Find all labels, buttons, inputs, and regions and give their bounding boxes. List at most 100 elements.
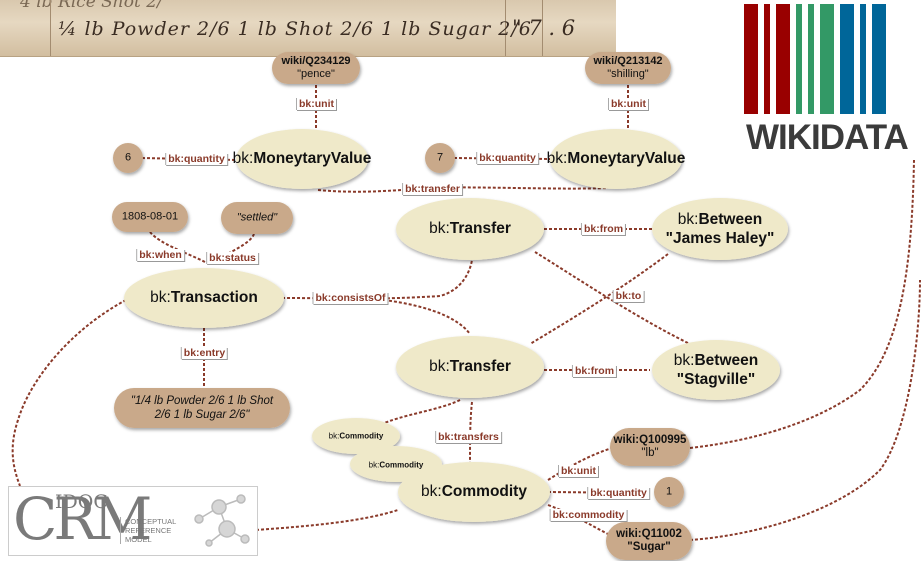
transfer1-label: bk:Transfer — [429, 220, 511, 238]
node-one — [654, 477, 684, 507]
edge-label-unit2: bk:unit — [608, 98, 648, 110]
edge-unit3 — [547, 447, 613, 481]
molecule-icon — [194, 494, 250, 547]
comm-b-name: Commodity — [379, 460, 424, 470]
transfer1-prefix: bk: — [429, 220, 450, 237]
edge-to-a — [534, 251, 695, 347]
edge-transfer — [317, 186, 609, 193]
transfer2-prefix: bk: — [429, 358, 450, 375]
wikidata-bar — [872, 4, 886, 114]
edge-sugar-wikidata — [689, 279, 921, 541]
node-transaction — [124, 268, 284, 328]
node-entry — [114, 388, 290, 428]
node-seven — [425, 143, 455, 173]
edge-consistsOf-a — [281, 259, 473, 300]
transfer2-label: bk:Transfer — [429, 358, 511, 376]
sugar-text: "Sugar" — [627, 541, 671, 553]
edge-label-entry: bk:entry — [180, 347, 228, 359]
edge-label-quantity3: bk:quantity — [587, 487, 649, 499]
edge-label-commodity: bk:commodity — [549, 509, 627, 521]
node-shilling — [585, 52, 671, 84]
ledger-rule — [542, 0, 543, 56]
node-between2 — [652, 340, 780, 400]
wikidata-bar — [820, 4, 834, 114]
node-six — [113, 143, 143, 173]
edge-label-consistsOf: bk:consistsOf — [312, 292, 388, 304]
node-between1 — [652, 198, 788, 260]
wikidata-bar — [860, 4, 866, 114]
lb-text: "lb" — [641, 447, 659, 459]
shilling-text: "shilling" — [607, 68, 649, 80]
between1-prefix: bk: — [677, 211, 699, 228]
node-lb — [610, 428, 690, 466]
mv1-prefix: bk: — [232, 150, 254, 167]
crm-initials: CRM — [13, 485, 152, 553]
transfer1-name: Transfer — [449, 220, 511, 237]
node-sugar — [606, 522, 692, 560]
ledger-quantity: " 7 . 6 — [512, 16, 576, 40]
node-comm-a — [312, 418, 400, 454]
sugar-id: wiki:Q11002 — [616, 528, 682, 540]
edge-label-from2: bk:from — [571, 365, 617, 377]
node-pence — [272, 52, 360, 84]
crm-idoc: IDOC — [55, 491, 108, 513]
edge-to-b — [529, 253, 669, 345]
six-label: 6 — [124, 151, 132, 164]
between1-label: bk:Between "James Haley" — [666, 210, 775, 248]
edge-transfers-a — [379, 399, 461, 426]
commodity-name: Commodity — [441, 483, 527, 500]
edge-label-transfers: bk:transfers — [435, 431, 501, 443]
mv1-label: bk:MoneytaryValue — [233, 150, 372, 168]
edge-label-status: bk:status — [206, 252, 258, 264]
between1-sub: "James Haley" — [665, 230, 775, 247]
wikidata-bar — [764, 4, 770, 114]
wikidata-bar — [744, 4, 758, 114]
edge-transaction-crm — [11, 299, 127, 487]
node-date — [112, 202, 188, 232]
commodity-label: bk:Commodity — [421, 483, 527, 501]
mv2-label: bk:MoneytaryValue — [547, 150, 686, 168]
comm-a-name: Commodity — [339, 431, 384, 441]
transaction-prefix: bk: — [150, 289, 171, 306]
wikidata-wordmark: WIKIDATA — [746, 118, 909, 157]
node-transfer2 — [396, 336, 544, 398]
wikidata-bar — [840, 4, 854, 114]
node-mv2 — [550, 129, 682, 189]
ledger-line: ¼ lb Powder 2/6 1 lb Shot 2/6 1 lb Sugar… — [58, 18, 532, 40]
pence-label: wiki/Q234129 "pence" — [281, 55, 350, 81]
comm-b-prefix: bk: — [368, 460, 380, 470]
sugar-label: wiki:Q11002 "Sugar" — [616, 528, 682, 554]
entry-line2: 2/6 1 lb Sugar 2/6" — [154, 409, 250, 421]
node-shapes — [112, 52, 788, 560]
ledger-rule — [505, 0, 506, 56]
entry-line1: "1/4 lb Powder 2/6 1 lb Shot — [130, 395, 274, 407]
edge-lb-wikidata — [689, 159, 915, 449]
between2-sub: "Stagville" — [676, 371, 756, 388]
settled-label: "settled" — [236, 211, 278, 224]
ledger-prev-line: 4 lb Rice Shot 2/ — [20, 0, 163, 12]
crm-subtitle: CONCEPTUAL REFERENCE MODEL — [120, 517, 185, 544]
comm-a-label: bk:Commodity — [329, 432, 384, 441]
shilling-id: wiki/Q213142 — [593, 55, 663, 67]
mv1-name: MoneytaryValue — [253, 150, 372, 167]
edge-label-when: bk:when — [136, 249, 184, 261]
between2-prefix: bk: — [673, 352, 695, 369]
shilling-label: wiki/Q213142 "shilling" — [593, 55, 662, 81]
mv2-name: MoneytaryValue — [567, 150, 686, 167]
between2-label: bk:Between "Stagville" — [674, 351, 758, 389]
wikidata-bar — [776, 4, 790, 114]
node-mv1 — [236, 129, 368, 189]
edge-commodity-crm — [255, 509, 399, 531]
edge-label-unit3: bk:unit — [558, 465, 598, 477]
edge-label-to: bk:to — [612, 290, 644, 302]
date-label: 1808-08-01 — [121, 210, 179, 223]
crm-subtitle-line: MODEL — [125, 535, 152, 544]
crm-subtitle-line: REFERENCE — [125, 526, 172, 535]
edge-label-transfer: bk:transfer — [402, 183, 462, 195]
transaction-name: Transaction — [170, 289, 258, 306]
edge-label-quantity2: bk:quantity — [476, 152, 538, 164]
mv2-prefix: bk: — [546, 150, 568, 167]
edge-when — [149, 231, 206, 263]
transaction-label: bk:Transaction — [150, 289, 258, 307]
